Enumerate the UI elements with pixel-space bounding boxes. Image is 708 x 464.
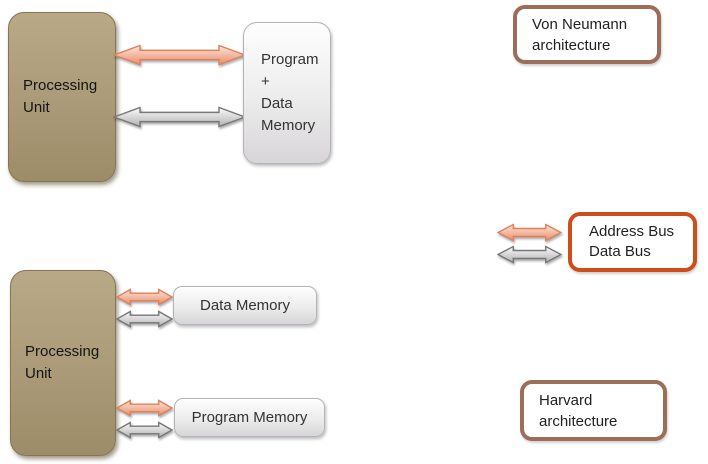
vn-processing-unit-box: Processing Unit [8, 12, 116, 182]
harvard-data-memory-address-bus-arrow-icon [116, 288, 173, 306]
harvard-data-memory-label: Data Memory [199, 296, 291, 314]
vn-data-bus-arrow-icon [113, 106, 246, 128]
bus-legend-box: Address Bus Data Bus [568, 212, 697, 272]
vn-memory-line: Memory [261, 117, 316, 134]
harvard-data-memory-data-bus-arrow-icon [116, 310, 173, 328]
harvard-program-memory-box: Program Memory [174, 398, 325, 437]
von-neumann-caption-label: Von Neumann architecture [532, 15, 628, 54]
harvard-program-memory-label: Program Memory [191, 408, 308, 426]
vn-program-data-memory-box: Program + Data Memory [243, 22, 331, 164]
vn-address-bus-arrow-icon [113, 44, 246, 66]
vn-memory-line: Program [261, 51, 319, 68]
legend-data-bus-label: Data Bus [589, 243, 651, 260]
legend-address-bus-arrow-icon [497, 223, 562, 242]
harvard-data-memory-box: Data Memory [173, 286, 317, 325]
vn-processing-unit-label: Processing Unit [23, 77, 98, 116]
legend-data-bus-arrow-icon [497, 245, 562, 264]
harvard-program-memory-address-bus-arrow-icon [116, 399, 173, 417]
von-neumann-caption-box: Von Neumann architecture [513, 5, 661, 64]
harvard-caption-box: Harvard architecture [520, 380, 667, 441]
legend-address-bus-label: Address Bus [589, 223, 675, 240]
harvard-program-memory-data-bus-arrow-icon [116, 421, 173, 439]
vn-memory-line: Data [261, 95, 293, 112]
vn-memory-line: + [261, 73, 270, 90]
harvard-processing-unit-label: Processing Unit [25, 343, 100, 382]
harvard-processing-unit-box: Processing Unit [10, 270, 116, 456]
harvard-caption-label: Harvard architecture [539, 391, 618, 430]
